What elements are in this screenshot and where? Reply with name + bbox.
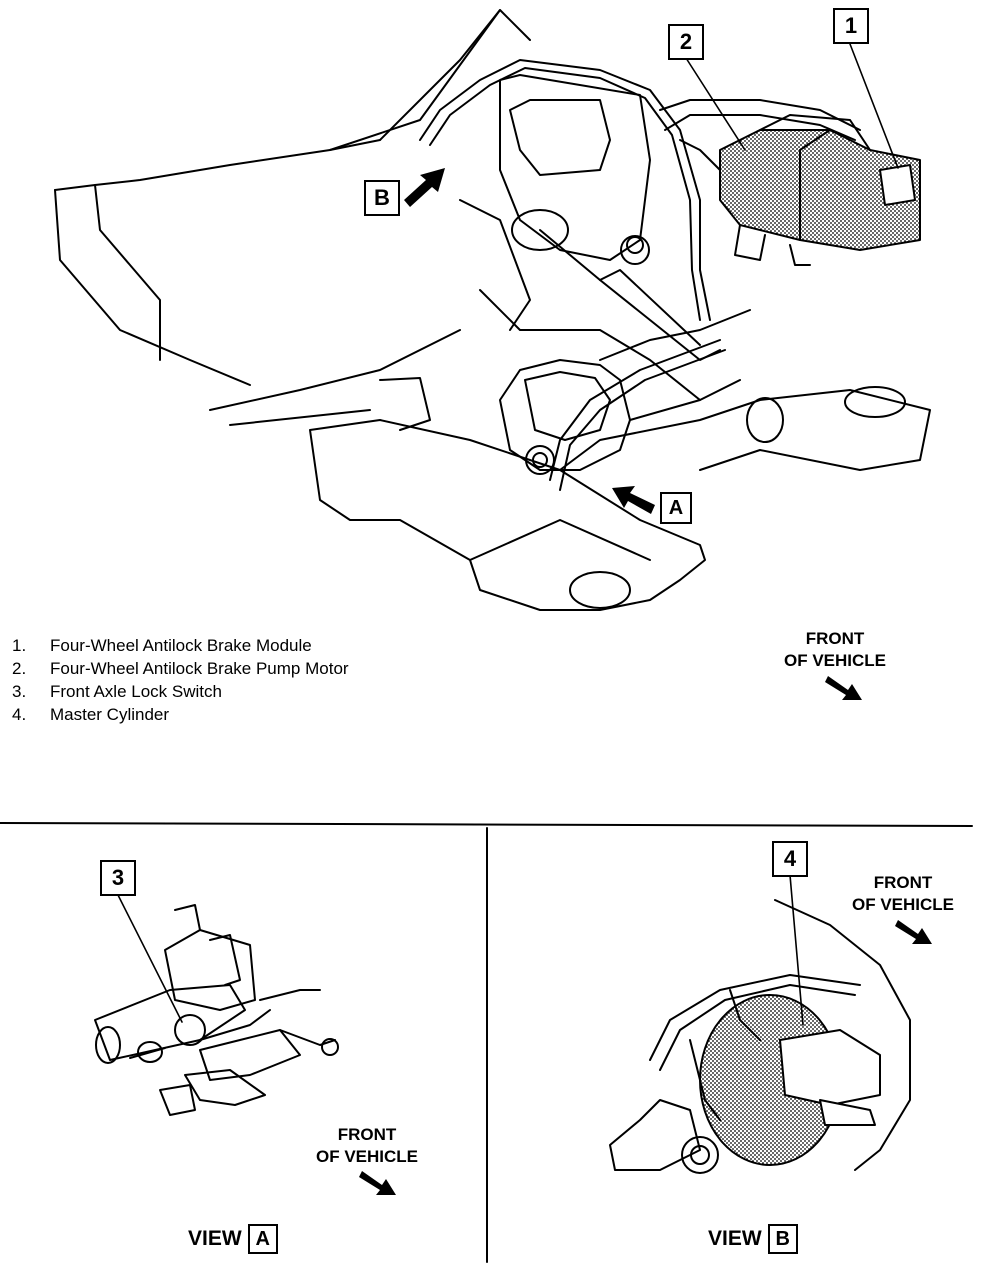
front-line2: OF VEHICLE xyxy=(315,1147,418,1166)
view-b-letter: B xyxy=(767,1224,798,1254)
callout-a-marker: A xyxy=(660,492,692,524)
front-of-vehicle-label-main: FRONT OF VEHICLE xyxy=(770,628,900,672)
front-line2: OF VEHICLE xyxy=(783,651,886,670)
view-b-word: VIEW xyxy=(708,1227,762,1250)
legend-number: 2. xyxy=(12,659,27,678)
view-b-leader xyxy=(789,874,804,1026)
view-b-label: VIEW B xyxy=(708,1224,798,1254)
view-a-direction-arrow xyxy=(612,486,655,514)
legend-text: Front Axle Lock Switch xyxy=(50,682,222,701)
view-a-leader xyxy=(117,894,183,1023)
front-line1: FRONT xyxy=(337,1125,397,1144)
front-arrow-view-a xyxy=(359,1171,396,1195)
front-of-vehicle-label-view-b: FRONT OF VEHICLE xyxy=(838,872,968,916)
view-a-switch-detail xyxy=(94,904,339,1116)
leader-lines-main xyxy=(685,43,899,169)
frame-rail xyxy=(309,199,931,611)
abs-module-housing xyxy=(719,114,921,266)
view-b-direction-arrow xyxy=(404,168,445,207)
view-a-letter: A xyxy=(247,1224,278,1254)
front-line1: FRONT xyxy=(873,873,933,892)
legend-text: Master Cylinder xyxy=(50,705,170,724)
callout-4: 4 xyxy=(772,841,808,877)
callout-1: 1 xyxy=(833,8,869,44)
front-of-vehicle-label-view-a: FRONT OF VEHICLE xyxy=(302,1124,432,1168)
legend-number: 3. xyxy=(12,682,27,701)
front-arrow-main xyxy=(825,676,862,700)
view-dividers xyxy=(0,822,973,1263)
front-line2: OF VEHICLE xyxy=(851,895,954,914)
legend-number: 1. xyxy=(12,636,27,655)
legend-text: Four-Wheel Antilock Brake Module xyxy=(50,636,312,655)
view-a-label: VIEW A xyxy=(188,1224,278,1254)
callout-2: 2 xyxy=(668,24,704,60)
view-b-master-cylinder xyxy=(609,899,911,1174)
callout-b-marker: B xyxy=(364,180,400,216)
legend-text: Four-Wheel Antilock Brake Pump Motor xyxy=(50,659,349,678)
view-a-word: VIEW xyxy=(188,1227,242,1250)
front-line1: FRONT xyxy=(805,629,865,648)
fender-outline xyxy=(54,9,531,426)
brake-lines xyxy=(419,59,861,491)
front-arrow-view-b xyxy=(895,920,932,944)
front-axle-housing xyxy=(499,359,741,475)
callout-3: 3 xyxy=(100,860,136,896)
legend-number: 4. xyxy=(12,705,27,724)
